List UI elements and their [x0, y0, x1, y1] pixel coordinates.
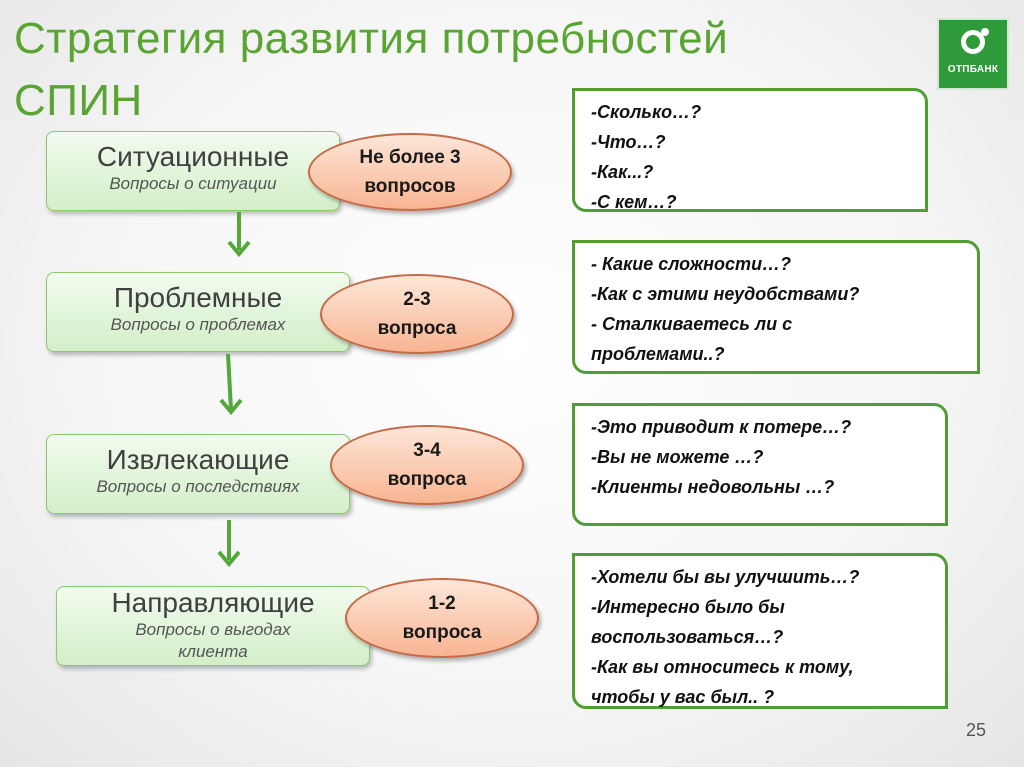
logo-text: ОТПБАНК	[947, 64, 999, 75]
logo-dot-icon	[981, 28, 989, 36]
question-item: проблемами..?	[591, 344, 725, 364]
badge-situational: Не более 3 вопросов	[308, 133, 512, 211]
question-item: воспользоваться…?	[591, 627, 784, 647]
question-item: - Какие сложности…?	[591, 254, 792, 274]
stage-subtitle: Вопросы о выгодах клиента	[135, 620, 291, 661]
questions-situational: -Сколько…? -Что…? -Как...? -С кем…?	[572, 88, 928, 212]
stage-subtitle: Вопросы о проблемах	[110, 315, 286, 334]
down-arrow-icon	[219, 354, 243, 416]
question-item: чтобы у вас был.. ?	[591, 687, 775, 707]
stage-subtitle: Вопросы о ситуации	[109, 174, 277, 193]
page-title: Стратегия развития потребностей СПИН	[14, 8, 814, 132]
badge-line-1: Не более 3	[359, 147, 461, 168]
question-item: -Клиенты недовольны …?	[591, 477, 835, 497]
question-item: -Сколько…?	[591, 102, 702, 122]
question-item: - Сталкиваетесь ли с	[591, 314, 793, 334]
badge-implication: 3-4 вопроса	[330, 425, 524, 505]
stage-name: Извлекающие	[106, 444, 290, 475]
stage-problem: Проблемные Вопросы о проблемах	[46, 272, 350, 352]
questions-problem: - Какие сложности…? -Как с этими неудобс…	[572, 240, 980, 374]
question-item: -Как вы относитесь к тому,	[591, 657, 854, 677]
badge-line-2: вопросов	[364, 176, 456, 197]
badge-line-1: 3-4	[413, 440, 441, 461]
badge-line-2: вопроса	[387, 469, 467, 490]
stage-situational: Ситуационные Вопросы о ситуации	[46, 131, 340, 211]
badge-line-1: 1-2	[428, 593, 456, 614]
question-item: -Как...?	[591, 162, 654, 182]
question-item: -С кем…?	[591, 192, 677, 212]
stage-need-payoff: Направляющие Вопросы о выгодах клиента	[56, 586, 370, 666]
badge-line-2: вопроса	[402, 622, 482, 643]
question-item: -Как с этими неудобствами?	[591, 284, 860, 304]
badge-line-2: вопроса	[377, 318, 457, 339]
page-number: 25	[966, 720, 987, 740]
title-line-2: СПИН	[14, 76, 143, 125]
question-item: -Это приводит к потере…?	[591, 417, 852, 437]
question-item: -Интересно было бы	[591, 597, 785, 617]
question-item: -Хотели бы вы улучшить…?	[591, 567, 860, 587]
title-line-1: Стратегия развития потребностей	[14, 14, 729, 63]
otp-bank-logo: ОТПБАНК	[937, 18, 1009, 90]
badge-need-payoff: 1-2 вопроса	[345, 578, 539, 658]
down-arrow-icon	[227, 212, 251, 258]
stage-name: Проблемные	[113, 282, 283, 313]
questions-need-payoff: -Хотели бы вы улучшить…? -Интересно было…	[572, 553, 948, 709]
badge-problem: 2-3 вопроса	[320, 274, 514, 354]
badge-line-1: 2-3	[403, 289, 431, 310]
questions-implication: -Это приводит к потере…? -Вы не можете ……	[572, 403, 948, 526]
logo-ring-icon	[961, 30, 985, 54]
stage-subtitle: Вопросы о последствиях	[96, 477, 300, 496]
stage-name: Ситуационные	[96, 141, 290, 172]
stage-name: Направляющие	[111, 587, 315, 618]
stage-implication: Извлекающие Вопросы о последствиях	[46, 434, 350, 514]
down-arrow-icon	[217, 520, 241, 568]
question-item: -Что…?	[591, 132, 666, 152]
question-item: -Вы не можете …?	[591, 447, 764, 467]
